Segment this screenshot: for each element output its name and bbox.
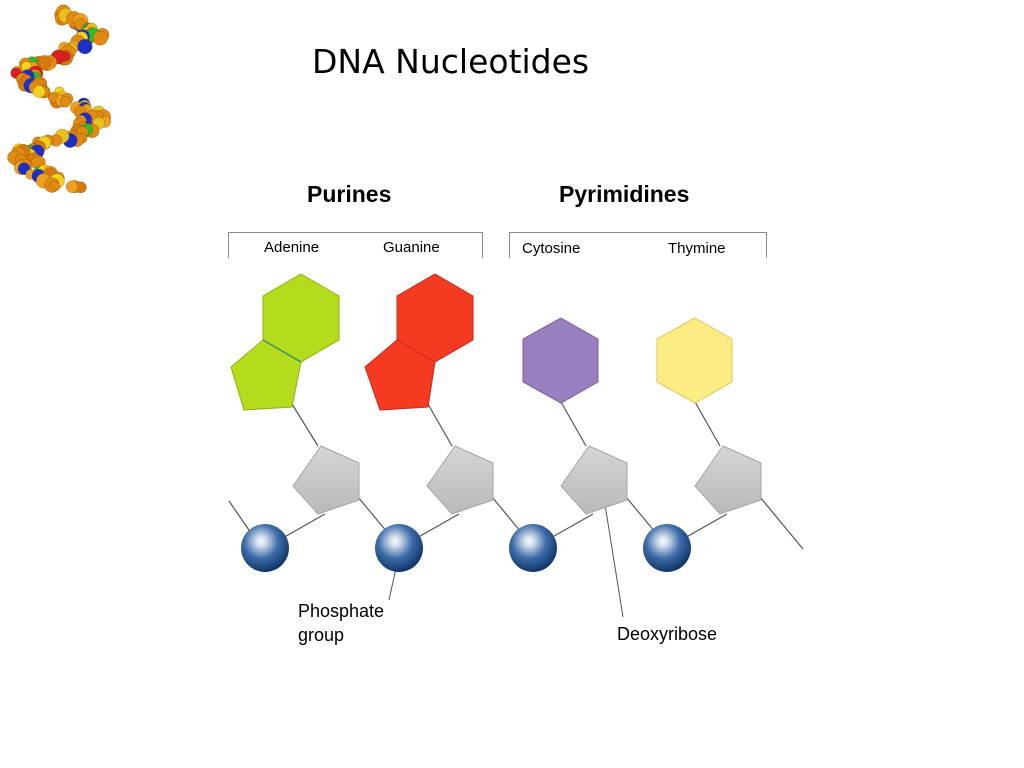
adenine-base: [230, 273, 340, 411]
thymine-base: [656, 317, 733, 404]
purines-heading: Purines: [307, 181, 392, 207]
deoxyribose-callout-line: [602, 491, 624, 618]
deoxyribose-label: Deoxyribose: [617, 624, 718, 644]
bond-adenine-sugar: [291, 403, 319, 447]
phosphate-sphere-3: [509, 524, 557, 572]
pyrimidines-heading: Pyrimidines: [559, 181, 690, 207]
deoxyribose-sugar-3: [560, 445, 628, 515]
bond-cytosine-sugar: [560, 401, 587, 447]
deoxyribose-sugar-2: [426, 445, 494, 515]
bond-backbone-start: [228, 500, 252, 534]
bond-guanine-sugar: [427, 403, 453, 447]
pyrimidines-bracket: [509, 232, 767, 258]
page-title: DNA Nucleotides: [312, 42, 590, 81]
cytosine-base: [522, 317, 599, 404]
label-thymine: Thymine: [668, 240, 726, 257]
guanine-base: [364, 273, 474, 411]
label-cytosine: Cytosine: [522, 240, 581, 257]
phosphate-group-label: Phosphate group: [298, 601, 385, 645]
bond-backbone-end: [759, 496, 804, 550]
bond-thymine-sugar: [694, 401, 721, 447]
label-adenine: Adenine: [264, 239, 320, 256]
phosphate-sphere-2: [375, 524, 423, 572]
phosphate-sphere-4: [643, 524, 691, 572]
label-guanine: Guanine: [383, 239, 440, 256]
purines-bracket: [228, 232, 483, 258]
phosphate-sphere-1: [241, 524, 289, 572]
deoxyribose-sugar-4: [694, 445, 762, 515]
deoxyribose-sugar-1: [292, 445, 360, 515]
